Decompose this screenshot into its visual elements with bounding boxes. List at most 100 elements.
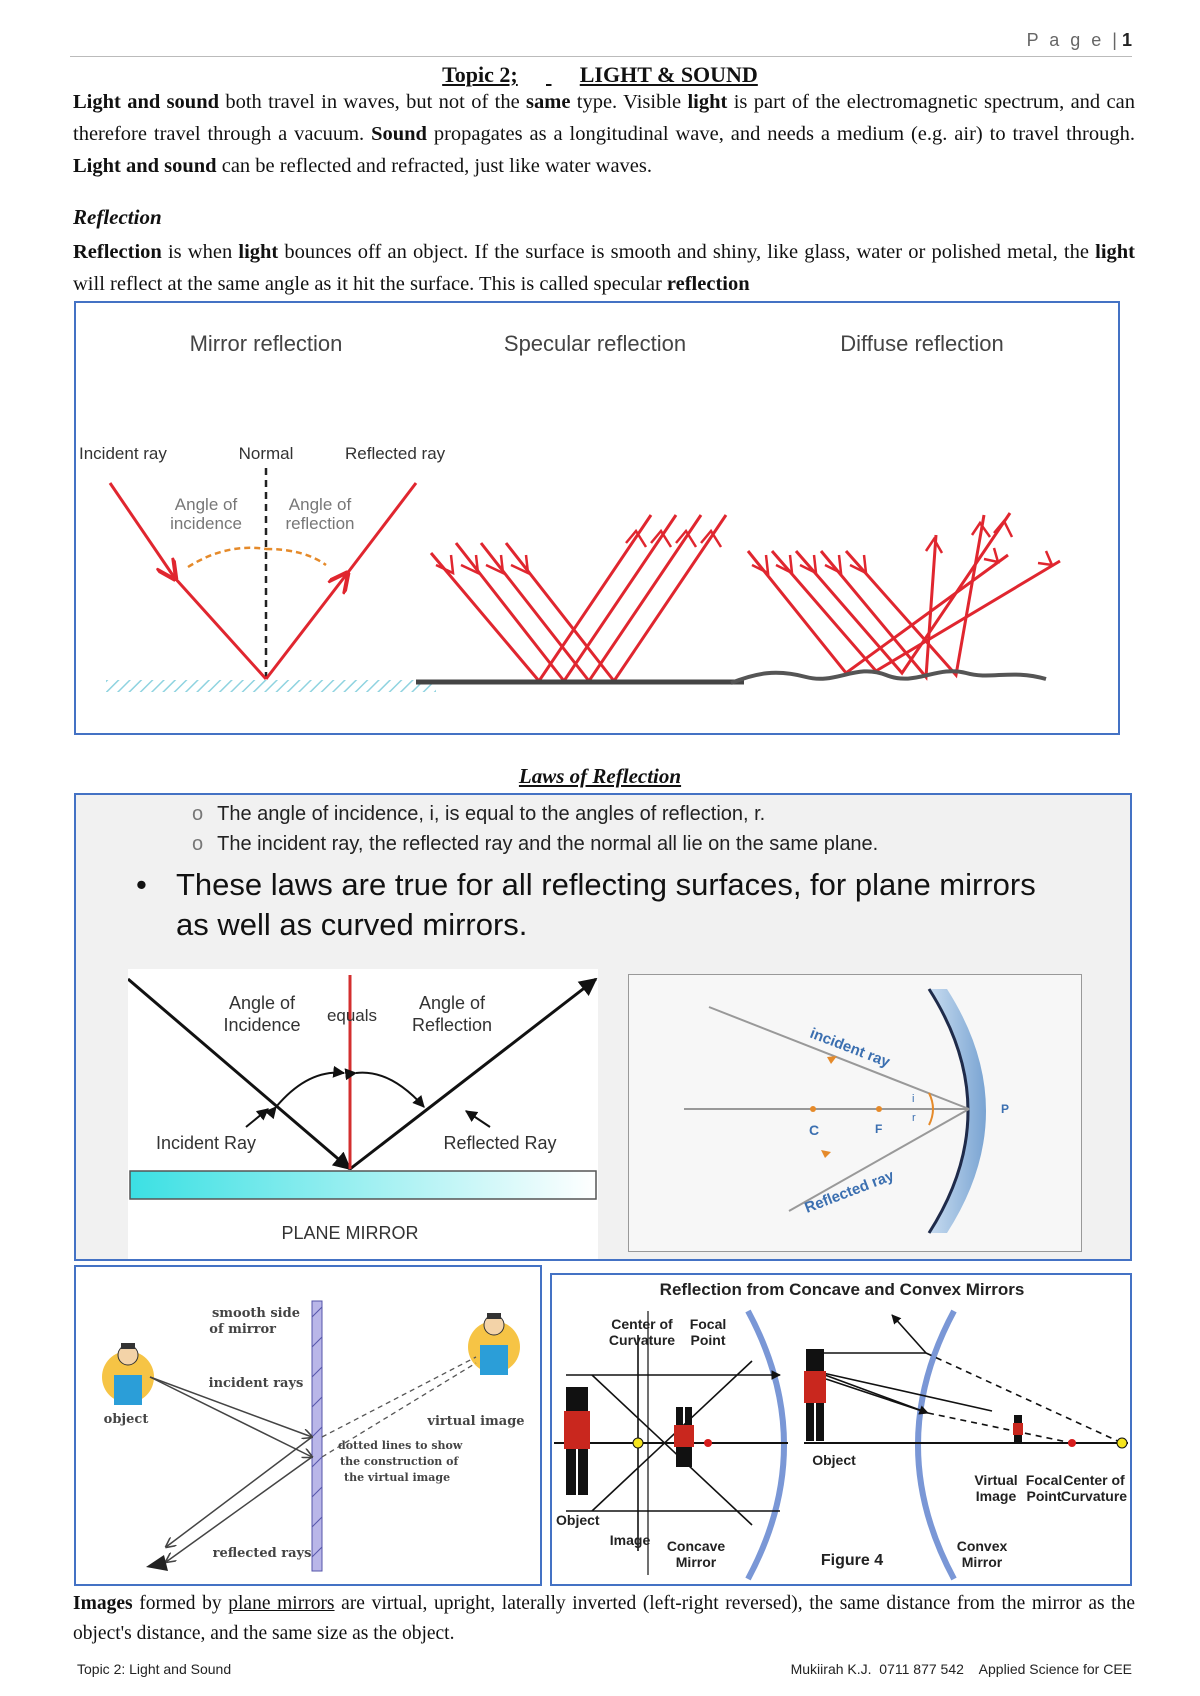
convex-mirror-label-1: Convex xyxy=(957,1538,1008,1554)
reflection-paragraph: Reflection is when light bounces off an … xyxy=(73,241,1135,295)
smooth-side-label-1: smooth side xyxy=(212,1306,300,1321)
laws-of-reflection-heading: Laws of Reflection xyxy=(518,764,682,788)
focal-label: F xyxy=(875,1122,882,1136)
convex-focal-label-1: Focal xyxy=(1026,1472,1063,1488)
law-bullet: o xyxy=(192,833,204,855)
page-title: Topic 2; LIGHT & SOUND xyxy=(442,62,758,87)
plane-mirror-surface xyxy=(129,1170,597,1200)
center-of-curvature-label-2: Curvature xyxy=(609,1332,675,1348)
convex-virtual-ray xyxy=(927,1412,1073,1444)
focal-point-dot xyxy=(704,1439,712,1447)
concave-mirror-label-1: Concave xyxy=(667,1538,726,1554)
incident-ray-label: incident ray xyxy=(808,1025,893,1071)
incidence-angle-arc xyxy=(187,546,267,569)
convex-virtual-ray xyxy=(925,1352,1123,1444)
concave-object-label: Object xyxy=(556,1512,600,1528)
reflected-rays-label: reflected rays xyxy=(213,1546,312,1561)
object-label: object xyxy=(104,1412,149,1427)
angle-i-label: i xyxy=(912,1093,914,1105)
concave-ray xyxy=(591,1374,753,1526)
incident-ray-1 xyxy=(149,1376,312,1437)
eye-icon xyxy=(146,1555,168,1571)
incident-rays-label: incident rays xyxy=(209,1376,304,1391)
virtual-image-label-2: Image xyxy=(976,1488,1017,1504)
header-rule xyxy=(70,56,1132,57)
angle-r-label: r xyxy=(912,1112,916,1124)
reflected-ray-2 xyxy=(166,1456,313,1562)
plane-mirror-images-paragraph: Images formed by plane mirrors are virtu… xyxy=(73,1593,1136,1644)
plane-mirror-diagram-panel: Angle of Incidence equals Angle of Refle… xyxy=(127,969,598,1259)
dotted-lines-label-3: the virtual image xyxy=(344,1471,450,1484)
reflected-ray-label: Reflected Ray xyxy=(443,1133,556,1153)
virtual-image-diagram: smooth side of mirror incident rays obje… xyxy=(102,1300,525,1572)
incident-ray xyxy=(108,482,174,577)
reflected-ray xyxy=(264,575,346,680)
incident-ray-pointer xyxy=(245,1108,269,1128)
convex-ray xyxy=(891,1314,927,1354)
intro-paragraph: Light and sound both travel in waves, bu… xyxy=(73,91,1135,177)
concave-convex-diagram: Reflection from Concave and Convex Mirro… xyxy=(554,1280,1128,1581)
reflected-ray-label: Reflected ray xyxy=(802,1167,897,1217)
plane-mirror-diagram: Angle of Incidence equals Angle of Refle… xyxy=(127,975,598,1243)
figure-title: Reflection from Concave and Convex Mirro… xyxy=(660,1280,1025,1299)
equals-label: equals xyxy=(327,1006,377,1025)
laws-bullet-statement: •These laws are true for all reflecting … xyxy=(136,867,1036,942)
diffuse-arrowheads xyxy=(751,518,1055,576)
angle-reflection-label-1: Angle of xyxy=(289,495,352,514)
specular-reflection-title: Specular reflection xyxy=(504,331,686,356)
diffuse-ray xyxy=(844,514,986,679)
convex-object-label: Object xyxy=(812,1452,856,1468)
virtual-image-label-1: Virtual xyxy=(974,1472,1017,1488)
virtual-image-soldier-icon xyxy=(1013,1415,1023,1443)
specular-rays xyxy=(429,514,728,684)
mirror-surface xyxy=(106,680,436,692)
angle-reflection-label-2: reflection xyxy=(286,514,355,533)
convex-focal-label-2: Point xyxy=(1027,1488,1062,1504)
footer-right: Mukiirah K.J. 0711 877 542 Applied Scien… xyxy=(790,1661,1132,1677)
mirror-reflection-title: Mirror reflection xyxy=(190,331,343,356)
convex-focal-point-dot xyxy=(1068,1439,1076,1447)
angle-marks xyxy=(928,1092,934,1126)
reflected-ray-pointer xyxy=(465,1110,491,1128)
convex-center-label-2: Curvature xyxy=(1061,1488,1127,1504)
diffuse-reflection-title: Diffuse reflection xyxy=(840,331,1003,356)
reflected-ray-1 xyxy=(166,1436,313,1547)
center-label: C xyxy=(809,1122,819,1138)
specular-arrowheads xyxy=(435,528,723,576)
mirror-hatching xyxy=(311,1306,323,1558)
convex-center-label-1: Center of xyxy=(1063,1472,1125,1488)
object-figure-icon xyxy=(102,1343,154,1405)
soldier-object-icon xyxy=(564,1387,590,1495)
center-of-curvature-point xyxy=(632,1437,644,1449)
virtual-ray-2 xyxy=(321,1362,477,1458)
focal-point-label-2: Point xyxy=(691,1332,726,1348)
rough-surface xyxy=(730,669,1047,685)
center-point xyxy=(810,1106,816,1112)
reflection-types-figure: Mirror reflection Specular reflection Di… xyxy=(74,301,1120,735)
reflected-ray-line xyxy=(788,1108,970,1212)
plane-mirror-label: PLANE MIRROR xyxy=(281,1223,418,1243)
incidence-angle-arc xyxy=(264,1065,346,1120)
incident-ray xyxy=(127,977,352,1171)
incident-arrow xyxy=(827,1056,837,1064)
dotted-lines-label-1: dotted lines to show xyxy=(338,1439,463,1452)
reflection-types-diagram: Mirror reflection Specular reflection Di… xyxy=(79,331,1061,692)
normal-label: Normal xyxy=(239,444,294,463)
soldier-image-icon xyxy=(674,1407,694,1467)
incident-ray-label: Incident Ray xyxy=(156,1133,256,1153)
reflection-heading: Reflection xyxy=(73,205,162,229)
virtual-image-figure: smooth side of mirror incident rays obje… xyxy=(74,1265,542,1586)
reflected-ray xyxy=(349,977,598,1171)
soldier-object-icon-2 xyxy=(804,1349,826,1441)
diffuse-rays xyxy=(746,512,1061,681)
reflection-angle-arc xyxy=(344,1068,425,1108)
incident-ray-2 xyxy=(149,1376,312,1457)
angle-reflection-label-1: Angle of xyxy=(419,993,486,1013)
incident-ray-label: Incident ray xyxy=(79,444,167,463)
reflection-angle-arc xyxy=(265,547,327,567)
image-label: Image xyxy=(610,1532,651,1548)
reflected-arrow xyxy=(821,1150,831,1158)
mirror-edge xyxy=(927,988,970,1234)
